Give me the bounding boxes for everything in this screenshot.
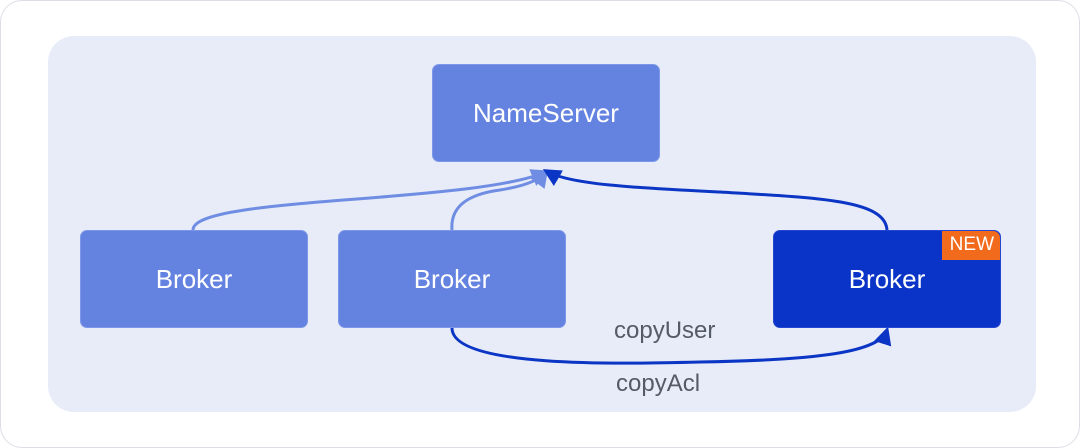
broker-1-label: Broker [155, 263, 233, 294]
broker-node-1: Broker [80, 230, 308, 328]
edge-broker2-to-nameserver [450, 169, 549, 231]
broker-2-label: Broker [413, 263, 491, 294]
edge-broker2-to-newbroker-copy [450, 326, 892, 365]
broker-node-2: Broker [338, 230, 566, 328]
edge-broker1-to-nameserver [191, 169, 550, 231]
new-badge: NEW [941, 231, 1000, 260]
edge-newbroker-to-nameserver [542, 169, 889, 231]
nameserver-node: NameServer [432, 64, 660, 162]
broker-new-label: Broker [848, 263, 926, 294]
broker-node-new: Broker NEW [773, 230, 1001, 328]
copy-user-label: copyUser [614, 317, 716, 344]
copy-acl-label: copyAcl [616, 370, 701, 397]
nameserver-label: NameServer [473, 97, 619, 128]
